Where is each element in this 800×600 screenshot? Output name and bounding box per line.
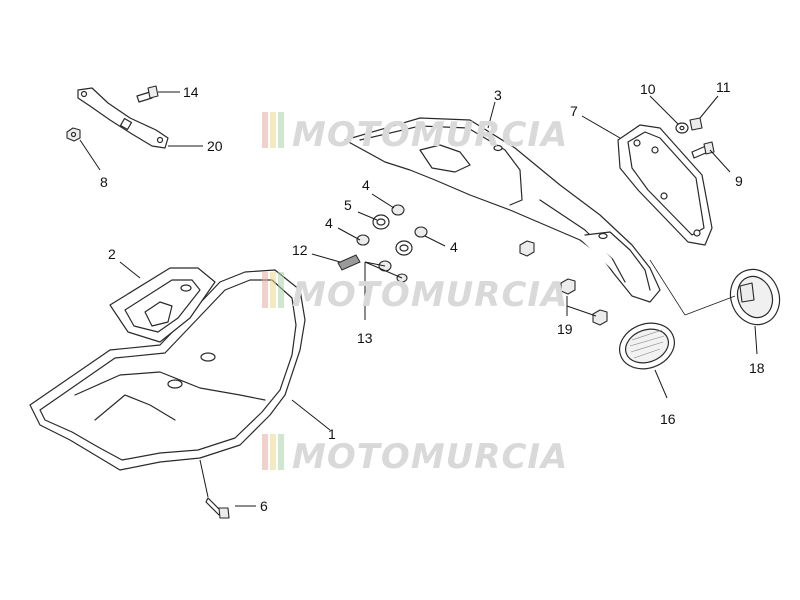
callout-14: 14 — [183, 84, 199, 100]
watermark-stripe-yellow — [270, 272, 276, 308]
watermark-stripe-red — [262, 434, 268, 470]
watermark-bottom: MOTOMURCIA — [262, 434, 568, 477]
watermark-text: MOTOMURCIA — [292, 115, 568, 155]
callout-9: 9 — [735, 173, 743, 189]
watermark-stripe-red — [262, 272, 268, 308]
grommet-set-part — [337, 204, 428, 283]
leader-lines — [79, 91, 758, 507]
watermark-middle: MOTOMURCIA — [262, 272, 568, 315]
callout-5: 5 — [344, 197, 352, 213]
watermark-stripe-green — [278, 272, 284, 308]
watermark-text: MOTOMURCIA — [292, 275, 568, 315]
watermark-stripe-yellow — [270, 434, 276, 470]
nut-19-part — [519, 240, 608, 326]
callout-10: 10 — [640, 81, 656, 97]
callout-12: 12 — [292, 242, 308, 258]
reflector-bracket-part — [109, 267, 216, 343]
tail-frame-bracket-part — [344, 117, 661, 303]
callout-1: 1 — [328, 426, 336, 442]
callout-8: 8 — [100, 174, 108, 190]
watermark-stripe-green — [278, 434, 284, 470]
watermark-stripe-yellow — [270, 112, 276, 148]
callout-4-left: 4 — [325, 215, 333, 231]
watermark-stripe-green — [278, 112, 284, 148]
watermark-top: MOTOMURCIA — [262, 112, 568, 155]
callout-13: 13 — [357, 330, 373, 346]
watermark-stripe-red — [262, 112, 268, 148]
bolt-14-part — [136, 85, 159, 103]
callout-labels: 14 20 8 2 3 7 10 11 9 4 5 4 4 12 13 1 6 … — [100, 79, 765, 514]
callout-6: 6 — [260, 498, 268, 514]
plate-bracket-part — [77, 87, 169, 149]
callout-2: 2 — [108, 246, 116, 262]
callout-20: 20 — [207, 138, 223, 154]
screw-6-part — [205, 497, 230, 519]
callout-19: 19 — [557, 321, 573, 337]
rear-light-18-part — [729, 268, 781, 326]
reflector-16-part — [619, 322, 675, 370]
callout-18: 18 — [749, 360, 765, 376]
rear-mudguard-part — [29, 269, 306, 471]
screw-9-part — [691, 141, 715, 159]
callout-16: 16 — [660, 411, 676, 427]
nut-8-part — [66, 127, 81, 142]
license-plate-holder-part — [617, 124, 713, 246]
screw-11-part — [689, 117, 703, 131]
callout-7: 7 — [570, 103, 578, 119]
callout-11: 11 — [716, 79, 731, 95]
callout-3: 3 — [494, 87, 502, 103]
washer-10-part — [675, 122, 689, 134]
watermark-text: MOTOMURCIA — [292, 437, 568, 477]
callout-4-top: 4 — [362, 177, 370, 193]
callout-4-right: 4 — [450, 239, 458, 255]
